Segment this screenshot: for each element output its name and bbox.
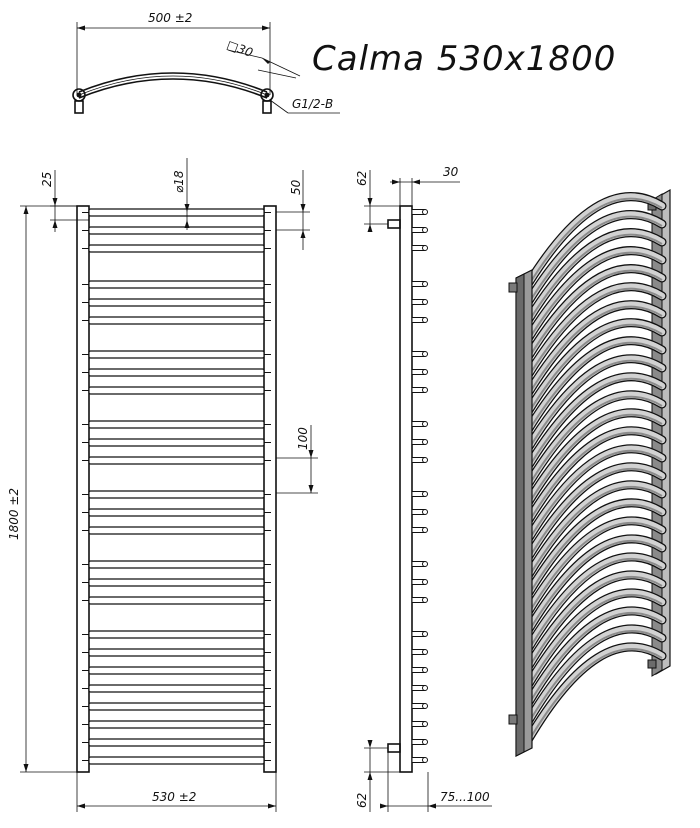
curved-tube [524, 589, 666, 689]
horizontal-tube [88, 578, 265, 587]
top-view: 500 ±2 □30 G1/2-B [72, 11, 340, 114]
curved-tube [524, 391, 666, 488]
curved-tube [524, 355, 666, 452]
curved-tube [524, 211, 666, 306]
horizontal-tube [88, 596, 265, 605]
side-offset-label: 25 [40, 172, 54, 187]
front-view: 1800 ±2 25 ⌀18 50 100 530 ±2 [7, 158, 318, 812]
horizontal-tube [88, 490, 265, 499]
drawing-title: Calma 530x1800 [312, 39, 616, 79]
horizontal-tube [88, 508, 265, 517]
horizontal-tube [88, 420, 265, 429]
horizontal-tube [88, 208, 265, 217]
side-view: 62 30 62 75...100 [355, 165, 492, 812]
curved-tube [524, 337, 666, 434]
horizontal-tube [88, 386, 265, 395]
curved-tube [524, 463, 666, 561]
horizontal-tube [88, 368, 265, 377]
curved-tube [524, 427, 666, 525]
curved-tube [524, 247, 666, 342]
horizontal-tube [88, 630, 265, 639]
top-connector-label: 62 [355, 171, 369, 186]
horizontal-tube [88, 456, 265, 465]
tube-label: □30 [225, 38, 255, 60]
curved-tube [524, 265, 666, 361]
perspective-view [508, 188, 671, 757]
horizontal-tube [88, 438, 265, 447]
curved-tube [524, 553, 666, 653]
curved-tube [524, 571, 666, 671]
curved-tube [524, 607, 666, 707]
height-label: 1800 ±2 [7, 488, 21, 540]
bottom-connector-label: 62 [355, 793, 369, 808]
curved-tube [524, 445, 666, 543]
horizontal-tube [88, 280, 265, 289]
curved-tube [524, 517, 666, 616]
curved-tube [524, 643, 666, 744]
front-width-label: 530 ±2 [152, 790, 196, 804]
curved-tube [524, 499, 666, 598]
wall-distance-label: 75...100 [440, 790, 490, 804]
horizontal-tube [88, 298, 265, 307]
horizontal-tube [88, 244, 265, 253]
curved-tube [524, 193, 666, 288]
depth-label: 30 [443, 165, 459, 179]
curved-tube [524, 625, 666, 726]
curved-tube [524, 481, 666, 580]
horizontal-tube [88, 226, 265, 235]
horizontal-tube [88, 666, 265, 675]
horizontal-tube [88, 720, 265, 729]
curved-tube [524, 319, 666, 415]
connector-label: G1/2-B [292, 97, 333, 111]
horizontal-tube [88, 350, 265, 359]
diameter-label: ⌀18 [172, 170, 186, 193]
horizontal-tube [88, 684, 265, 693]
horizontal-tube [88, 756, 265, 765]
horizontal-tube [88, 560, 265, 569]
horizontal-tube [88, 526, 265, 535]
gap-label: 100 [296, 427, 310, 450]
horizontal-tube [88, 702, 265, 711]
pitch-label: 50 [289, 179, 303, 195]
curved-tube [524, 535, 666, 634]
curved-tube [524, 301, 666, 397]
horizontal-tube [88, 316, 265, 325]
horizontal-tube [88, 648, 265, 657]
top-width-label: 500 ±2 [148, 11, 192, 25]
curved-tube [524, 229, 666, 324]
curved-tube [524, 283, 666, 379]
horizontal-tube [88, 738, 265, 747]
curved-tube [524, 373, 666, 470]
curved-tube [524, 409, 666, 507]
